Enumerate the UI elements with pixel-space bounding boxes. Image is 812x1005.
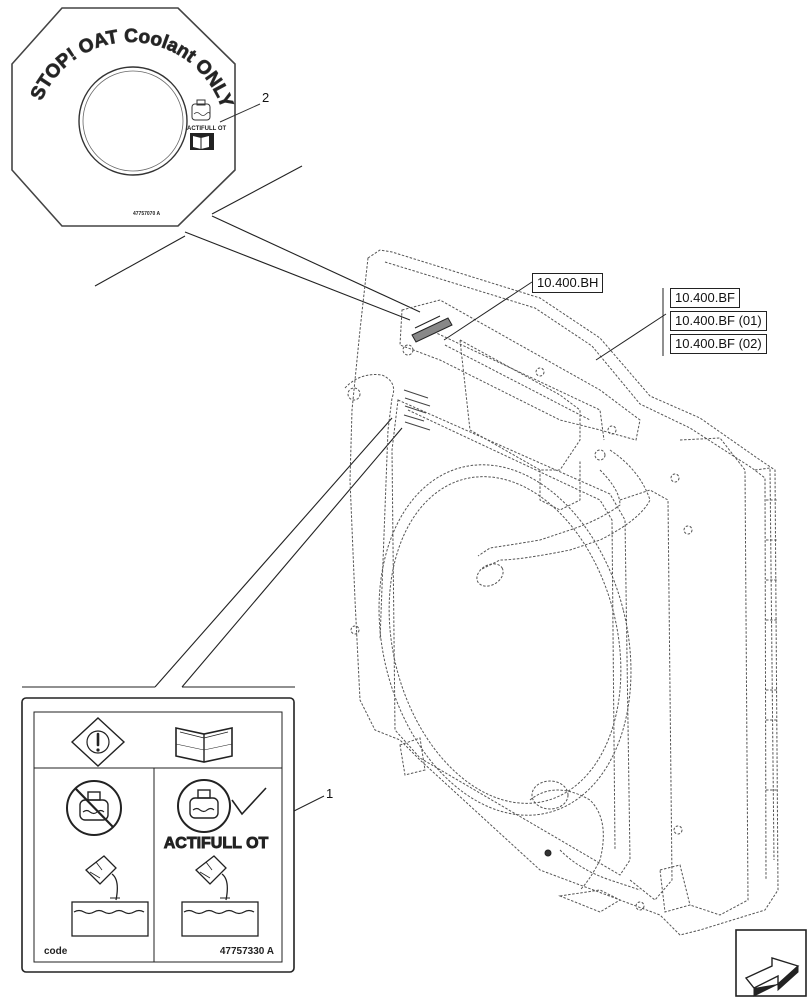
coolant-decal-inner (33, 711, 283, 963)
ref-10-400-bf-01[interactable]: 10.400.BF (01) (670, 311, 767, 331)
ref-10-400-bf[interactable]: 10.400.BF (670, 288, 740, 308)
callout-2-leader (219, 103, 261, 123)
reservoir-ok-icon (177, 779, 231, 833)
coolant-decal-brand: ACTIFULL OT (164, 835, 269, 852)
pour-coolant-icon-left (71, 855, 149, 937)
ref-bf-leader (595, 313, 667, 361)
coolant-reservoir-icon (191, 99, 211, 121)
leader-lines-top (94, 165, 421, 321)
radiator-assembly (344, 249, 779, 936)
pour-coolant-icon-right (181, 855, 259, 937)
stop-decal: STOP! OAT Coolant ONLY! ACTIFULL OT 4775… (0, 0, 237, 227)
ref-10-400-bf-02[interactable]: 10.400.BF (02) (670, 334, 767, 354)
stop-decal-brand: ACTIFULL OT (187, 126, 227, 132)
leader-lines-bottom (22, 417, 403, 688)
ref-10-400-bh[interactable]: 10.400.BH (532, 273, 604, 293)
next-page-button[interactable] (735, 929, 807, 997)
radiator-decal-location (403, 315, 552, 857)
check-icon (231, 787, 267, 816)
stop-decal-part-number: 47757070 A (133, 211, 160, 217)
manual-book-icon (175, 727, 233, 763)
stop-decal-ring (78, 66, 188, 176)
coolant-decal-code-label: code (44, 946, 68, 957)
callout-2: 2 (262, 90, 270, 105)
coolant-decal-part-number: 47757330 A (220, 946, 274, 957)
warning-icon (70, 717, 126, 767)
ref-bh-leader (443, 281, 533, 341)
stop-decal-octagon (11, 7, 236, 227)
manual-book-icon (190, 133, 214, 150)
coolant-decal: ACTIFULL OT code 47757330 A (21, 697, 295, 973)
callout-1: 1 (326, 786, 334, 801)
prohibited-reservoir-icon (66, 780, 122, 836)
